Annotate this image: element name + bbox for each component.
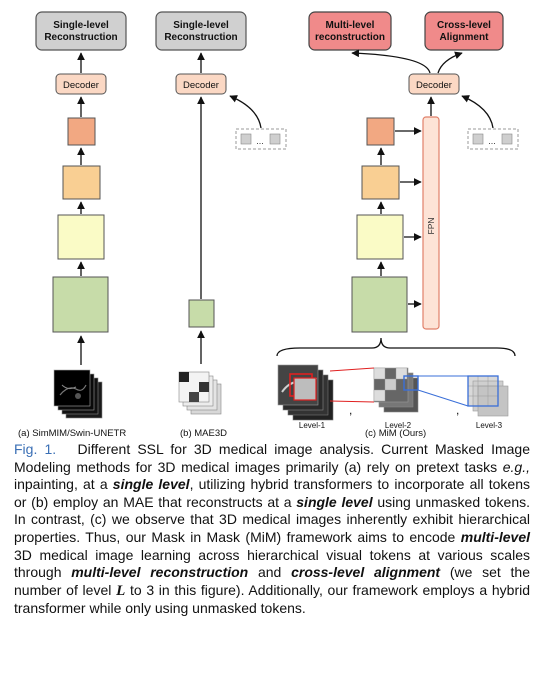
encoder-stage-1-a [52, 276, 109, 333]
mask-token-arrow-b [229, 95, 262, 129]
ct-volume-level-1 [277, 364, 334, 421]
caption-emphasis: multi-level reconstruction [71, 564, 249, 581]
encoder-stage-3-c [361, 165, 400, 200]
head-box-b [155, 11, 247, 51]
caption-text: , utilizing hybrid trans­formers to inco… [14, 476, 530, 510]
fpn-bar [422, 116, 440, 330]
caption-text: to 3 in this figure). Additionally, our … [14, 581, 531, 617]
hierarchy-brace [276, 337, 516, 357]
encoder-stage-3-a [62, 165, 101, 200]
caption-emphasis: cross-level alignment [291, 564, 441, 581]
level-1-label: Level-1 [299, 421, 326, 430]
decoder-box-a [55, 73, 107, 95]
fpn-label: FPN [426, 218, 436, 235]
figure-label: Fig. 1. [14, 441, 57, 457]
ct-volume-visible-b [178, 371, 222, 415]
caption-text: 3D medical image learning across hierarc… [14, 546, 530, 581]
encoder-stage-2-c [356, 214, 404, 260]
sublabel-b: (b) MAE3D [180, 428, 227, 439]
encoder-stage-4-c [366, 117, 395, 146]
level-separator-1: , [349, 403, 352, 417]
caption-text: (we set the number of level [14, 564, 531, 598]
ct-volume-masked-a [53, 369, 103, 419]
caption-text: and [248, 564, 292, 581]
caption-emphasis: single level [112, 476, 190, 493]
caption-italic: e.g., [502, 458, 530, 475]
head-box-cross-level [424, 11, 504, 51]
level-3-label: Level-3 [476, 421, 503, 430]
decoder-label-a: Decoder [63, 80, 99, 91]
mask-tokens-ellipsis-b: ... [256, 136, 264, 146]
mask-token-arrow-c [461, 95, 494, 129]
caption-math: L [116, 582, 126, 599]
encoder-stage-2-a [57, 214, 105, 260]
sublabel-c: (c) MiM (Ours) [365, 428, 426, 439]
head-box-a [35, 11, 127, 51]
caption-body: Different SSL for 3D medical image analy… [14, 441, 530, 616]
encoder-block-b [188, 299, 215, 328]
decoder-label-b: Decoder [183, 80, 219, 91]
caption-text: using unmasked tokens. In contrast, (c) … [14, 493, 530, 545]
decoder-box-b [175, 73, 227, 95]
caption-text: Different SSL for 3D medical image analy… [14, 441, 531, 475]
figure-caption: Fig. 1. Different SSL for 3D medical ima… [14, 441, 530, 618]
ct-volume-level-2 [373, 367, 419, 413]
caption-text: inpainting, at a [14, 476, 113, 493]
level-separator-2: , [456, 403, 459, 417]
mask-tokens-ellipsis-c: ... [488, 136, 496, 146]
encoder-stage-1-c [351, 276, 408, 333]
caption-emphasis: multi-level [460, 528, 530, 545]
encoder-stage-4-a [67, 117, 96, 146]
decoder-box-c [408, 73, 460, 95]
ct-volume-level-3 [467, 375, 509, 417]
decoder-label-c: Decoder [416, 80, 452, 91]
caption-emphasis: single level [296, 493, 373, 510]
level-2-label: Level-2 [385, 421, 412, 430]
sublabel-a: (a) SimMIM/Swin-UNETR [18, 428, 126, 439]
head-box-multi-level [308, 11, 392, 51]
